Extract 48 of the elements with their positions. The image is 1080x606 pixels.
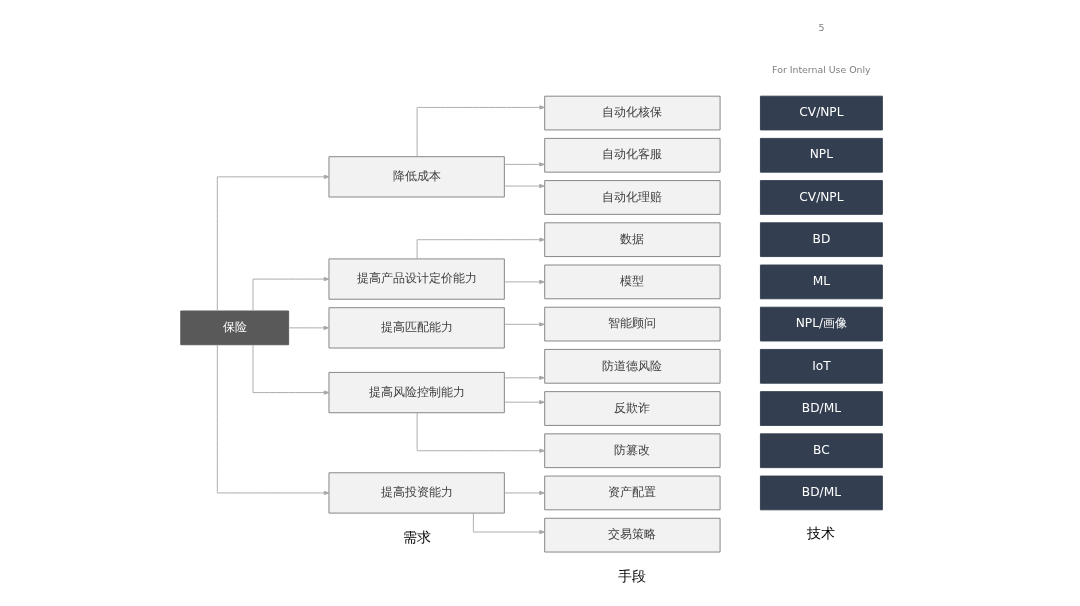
arrow	[416, 237, 545, 259]
node-box: 提高产品设计定价能力	[328, 258, 505, 300]
node-box: CV/NPL	[759, 95, 883, 131]
node-box: NPL	[759, 137, 883, 173]
node-box: 数据	[544, 222, 721, 258]
node-box: BD	[759, 222, 883, 258]
arrow	[416, 412, 545, 453]
node-box: 保险	[180, 310, 290, 346]
node-box: 自动化核保	[544, 95, 721, 131]
label: 手段	[618, 567, 647, 584]
arrow	[503, 375, 545, 380]
node-box: 模型	[544, 264, 721, 300]
node-box: BD/ML	[759, 391, 883, 426]
node-box: 自动化客服	[544, 137, 721, 173]
arrow	[503, 322, 545, 327]
node-box: 提高投资能力	[328, 472, 505, 514]
node-box: ML	[759, 264, 883, 300]
label: For Internal Use Only	[772, 64, 871, 76]
arrow	[503, 183, 545, 189]
arrow	[472, 512, 545, 535]
arrow	[503, 162, 545, 167]
node-box: 智能顾问	[544, 306, 721, 342]
node-box: 防道德风险	[544, 348, 721, 384]
node-box: NPL/画像	[759, 306, 883, 342]
arrow	[252, 344, 330, 395]
node-box: BC	[759, 433, 883, 469]
node-box: CV/NPL	[759, 180, 883, 215]
node-box: 提高风险控制能力	[328, 371, 505, 414]
node-box: 自动化理赔	[544, 180, 721, 215]
arrow	[416, 105, 545, 157]
node-box: 降低成本	[328, 156, 505, 198]
node-box: 防篡改	[544, 433, 721, 469]
node-box: 提高匹配能力	[328, 307, 505, 349]
label: 需求	[402, 529, 431, 546]
arrow	[503, 400, 545, 405]
label: 技术	[807, 525, 836, 542]
arrow	[216, 174, 330, 312]
node-box: 反欺诈	[544, 391, 721, 426]
node-box: BD/ML	[759, 475, 883, 511]
arrow	[503, 279, 545, 284]
arrow	[503, 490, 545, 496]
node-box: IoT	[759, 348, 883, 384]
arrow	[216, 344, 330, 496]
label: 5	[818, 21, 825, 33]
node-box: 资产配置	[544, 475, 721, 511]
arrow	[288, 325, 330, 330]
node-box: 交易策略	[544, 517, 721, 553]
arrow	[252, 276, 330, 312]
